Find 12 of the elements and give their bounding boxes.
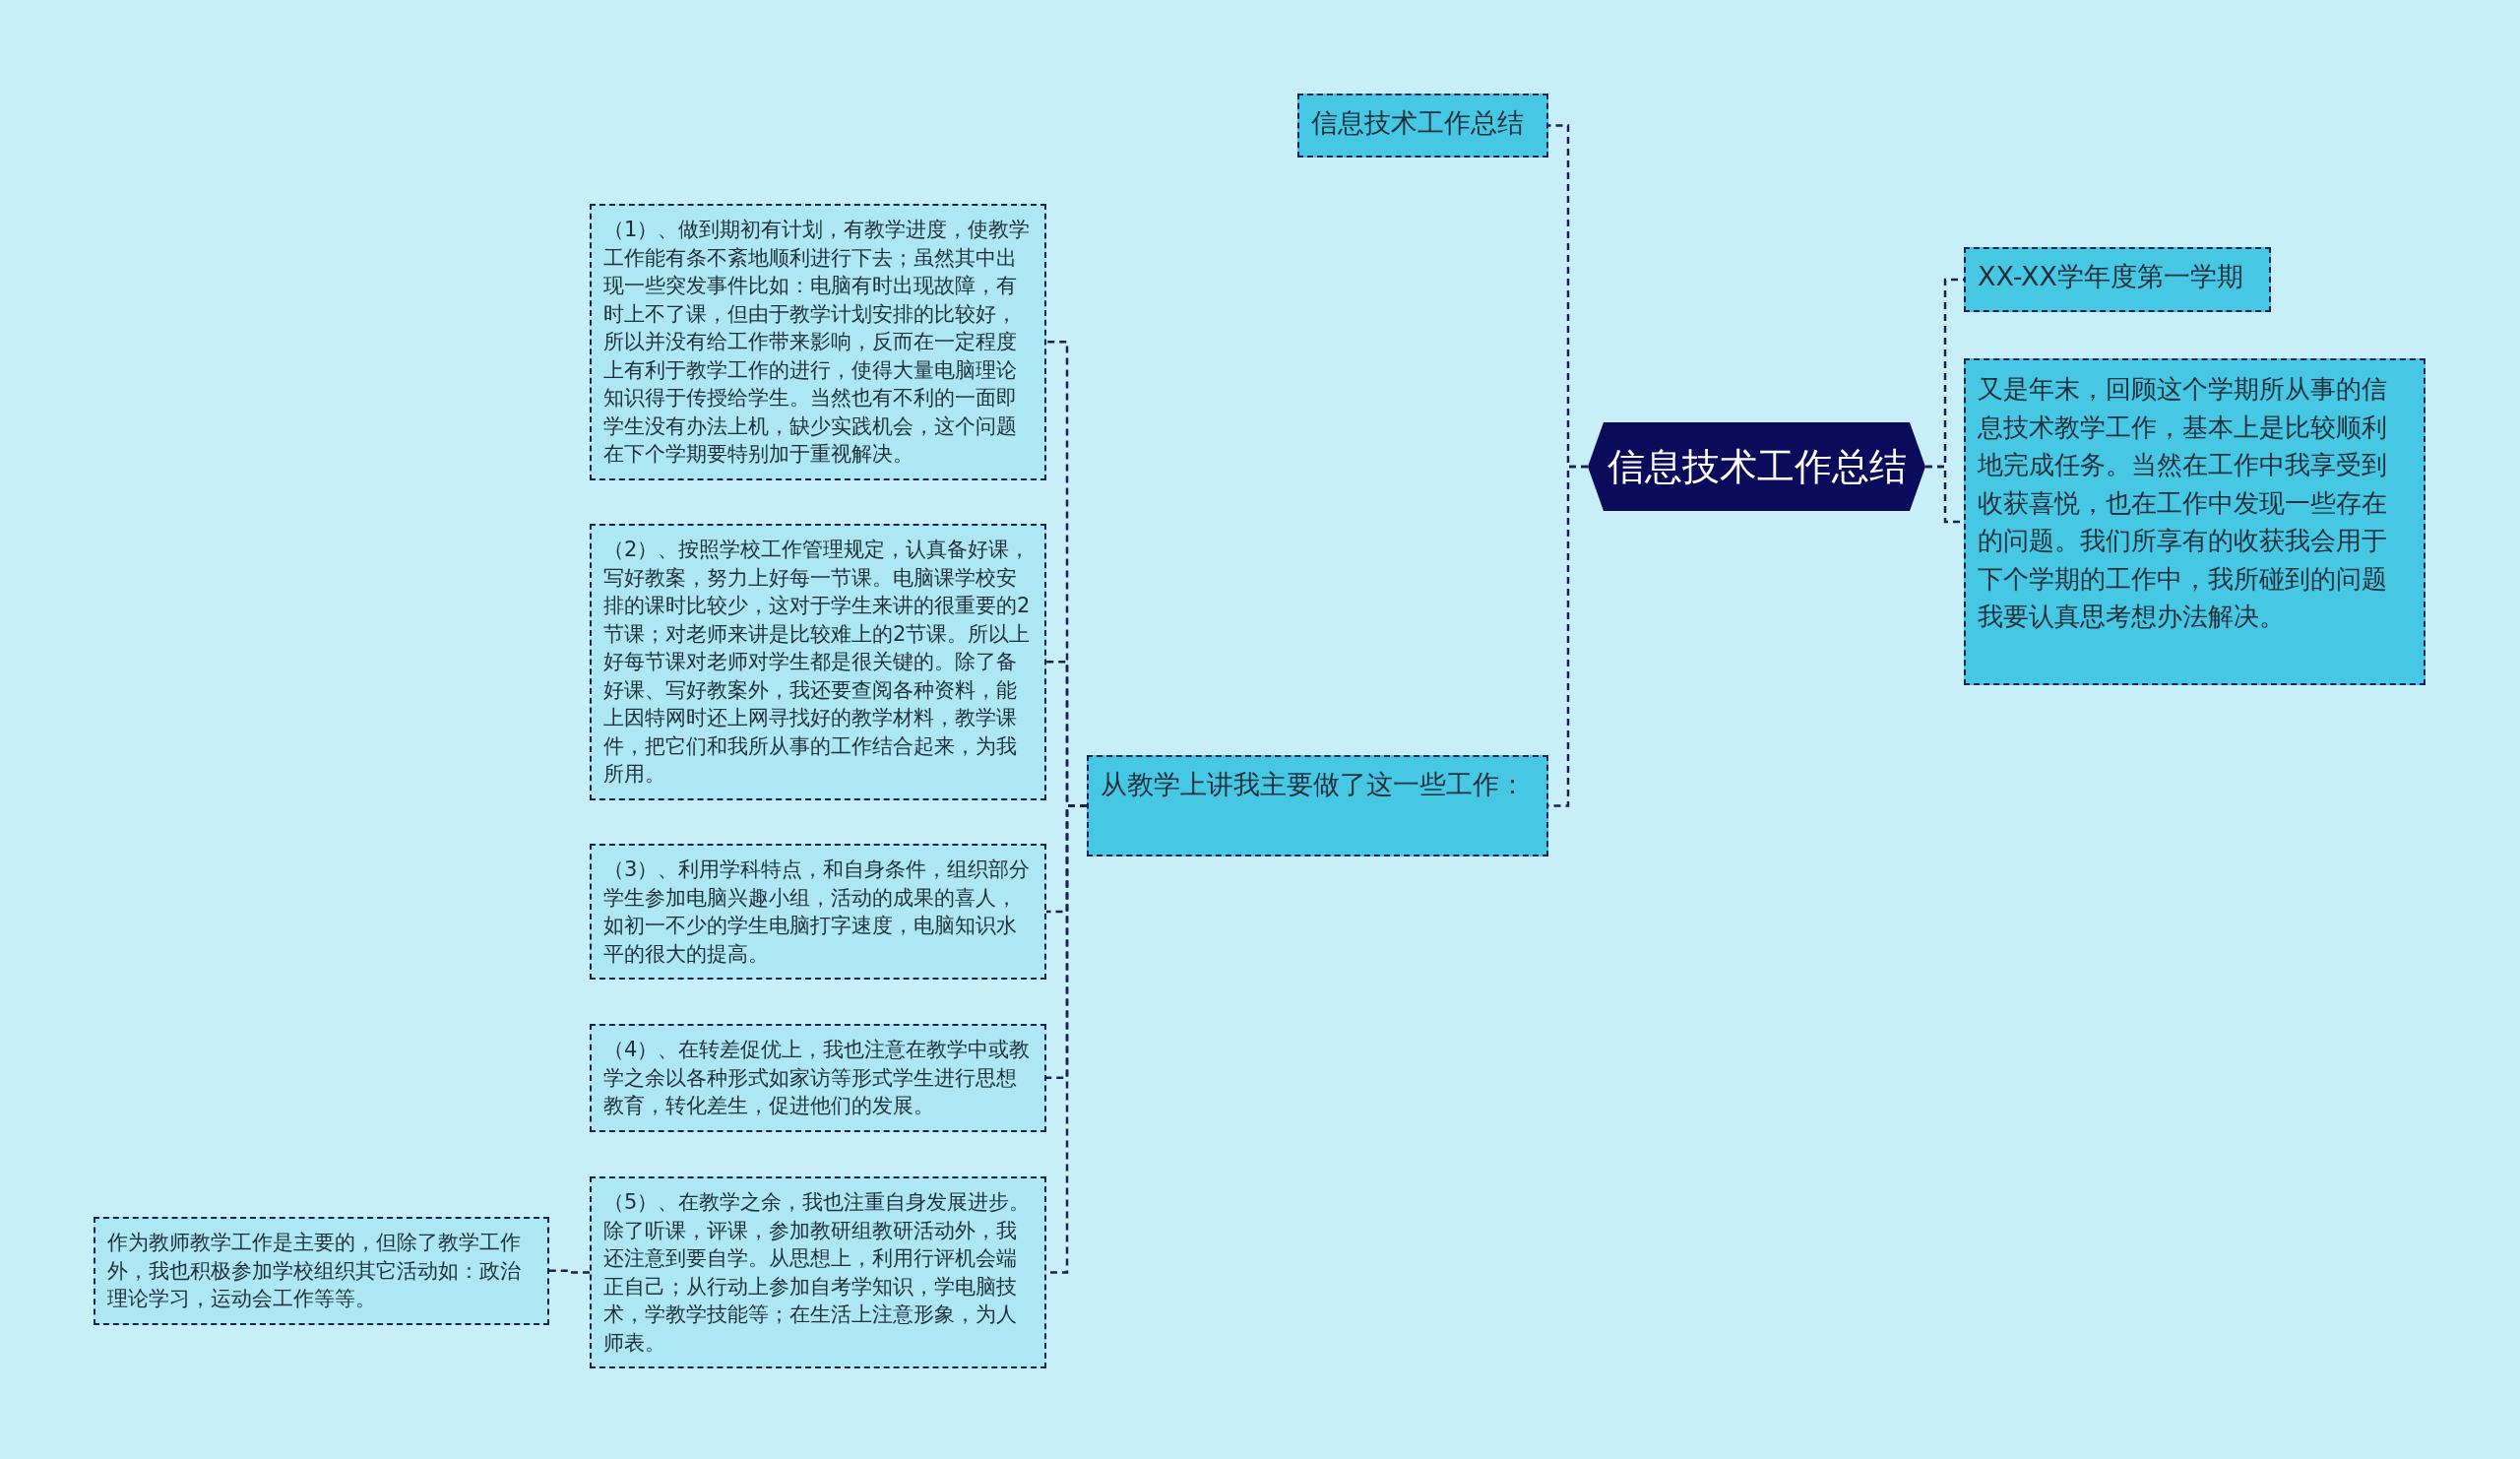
topic-box: （2）、按照学校工作管理规定，认真备好课，写好教案，努力上好每一节课。电脑课学校安排的课时比较少，这对于学生来讲的很重要的2节课；对老师来讲是比较难上的2节课。所以上好每节课对老师对学生都是很关键的。除了备好课、写好教案外，我还要查阅各种资料，能上因特网时还上网寻找好的教学材料，教学课件，把它们和我所从事的工作结合起来，为我所用。 (590, 524, 1046, 800)
central-topic: 信息技术工作总结 (1588, 422, 1925, 511)
topic-box: 从教学上讲我主要做了这一些工作： (1087, 755, 1548, 856)
topic-box: 又是年末，回顾这个学期所从事的信息技术教学工作，基本上是比较顺利地完成任务。当然在工作中我享受到收获喜悦，也在工作中发现一些存在的问题。我们所享有的收获我会用于下个学期的工作中，我所碰到的问题我要认真思考想办法解决。 (1964, 358, 2426, 685)
connector-line (549, 1269, 590, 1274)
topic-box: 信息技术工作总结 (1297, 94, 1548, 158)
topic-box: 作为教师教学工作是主要的，但除了教学工作外，我也积极参加学校组织其它活动如：政治理论学习，运动会工作等等。 (94, 1217, 549, 1325)
topic-box: （5）、在教学之余，我也注重自身发展进步。除了听课，评课，参加教研组教研活动外，我还注意到要自学。从思想上，利用行评机会端正自己；从行动上参加自考学知识，学电脑技术，学教学技能等；在生活上注意形象，为人师表。 (590, 1176, 1046, 1368)
topic-box: （1）、做到期初有计划，有教学进度，使教学工作能有条不紊地顺利进行下去；虽然其中出现一些突发事件比如：电脑有时出现故障，有时上不了课，但由于教学计划安排的比较好，所以并没有给工作带来影响，反而在一定程度上有利于教学工作的进行，使得大量电脑理论知识得于传授给学生。当然也有不利的一面即学生没有办法上机，缺少实践机会，这个问题在下个学期要特别加于重视解决。 (590, 204, 1046, 480)
topic-box: （3）、利用学科特点，和自身条件，组织部分学生参加电脑兴趣小组，活动的成果的喜人，如初一不少的学生电脑打字速度，电脑知识水平的很大的提高。 (590, 844, 1046, 980)
topic-box: XX-XX学年度第一学期 (1964, 247, 2271, 312)
topic-box: （4）、在转差促优上，我也注意在教学中或教学之余以各种形式如家访等形式学生进行思想教育，转化差生，促进他们的发展。 (590, 1024, 1046, 1132)
